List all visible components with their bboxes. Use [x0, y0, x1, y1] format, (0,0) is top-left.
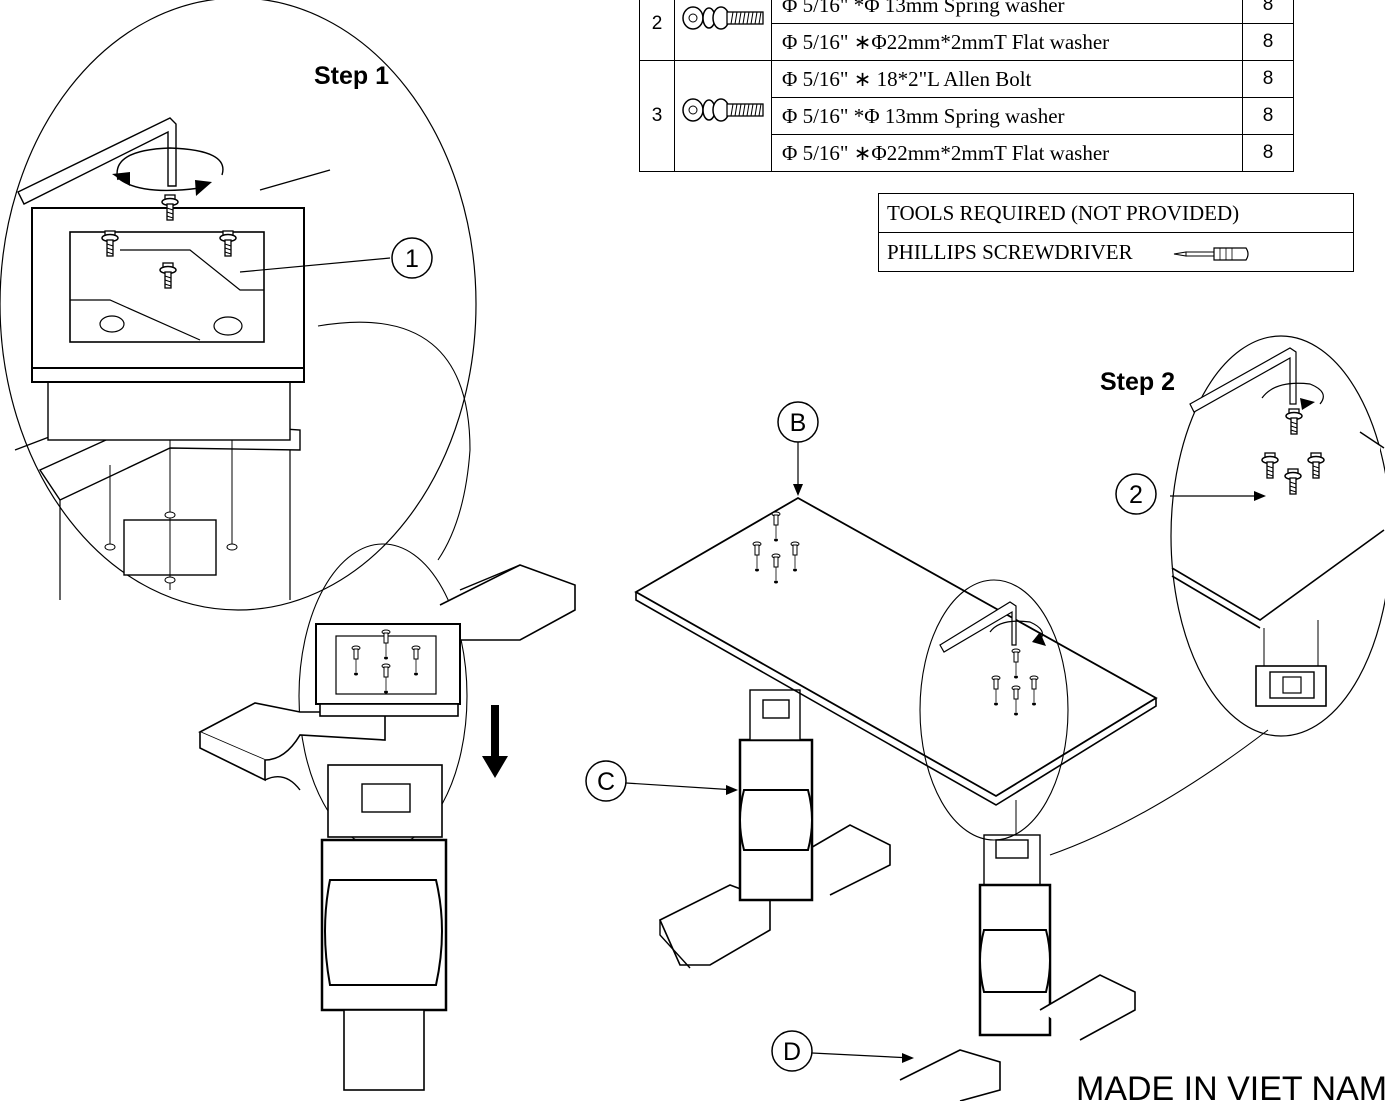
hardware-desc: Φ 5/16" ∗Φ22mm*2mmT Flat washer	[771, 23, 1243, 61]
bolt-set-icon	[674, 0, 772, 61]
callout-1-group	[239, 237, 433, 279]
hardware-number: 2	[639, 0, 675, 61]
table-row: Φ 5/16" ∗Φ22mm*2mmT Flat washer 8	[640, 134, 1294, 172]
tabletop-center	[634, 496, 1158, 1101]
callout-d-group	[771, 1030, 914, 1072]
hardware-desc: Φ 5/16" *Φ 13mm Spring washer	[771, 97, 1243, 135]
detail-connector	[317, 321, 471, 561]
made-in-label: MADE IN VIET NAM	[1076, 1070, 1385, 1108]
hardware-qty: 8	[1242, 97, 1294, 135]
bolt-set-icon	[674, 60, 772, 172]
step2-label: Step 2	[1100, 368, 1176, 396]
hardware-number: 3	[639, 60, 675, 172]
callout-2-circle	[1115, 473, 1157, 515]
detail-connector-2	[1049, 729, 1269, 856]
table-row: Φ 5/16" *Φ 13mm Spring washer 8	[640, 97, 1294, 135]
hardware-qty: 8	[1242, 23, 1294, 61]
hardware-qty: 8	[1242, 0, 1294, 24]
hardware-table: 2 Φ 5/16" *Φ 13mm Spring washer 8 Φ 5/16…	[639, 0, 1294, 172]
table-row: Φ 5/16" ∗Φ22mm*2mmT Flat washer 8	[640, 23, 1294, 61]
callout-d-label: D	[783, 1038, 801, 1066]
table-row: 2 Φ 5/16" *Φ 13mm Spring washer 8	[639, 0, 1294, 61]
tools-table: TOOLS REQUIRED (NOT PROVIDED) PHILLIPS S…	[878, 193, 1354, 272]
tools-header: TOOLS REQUIRED (NOT PROVIDED)	[878, 193, 1354, 233]
table-row: PHILLIPS SCREWDRIVER	[878, 232, 1354, 272]
table-row: TOOLS REQUIRED (NOT PROVIDED)	[878, 193, 1354, 233]
callout-c-label: C	[597, 768, 615, 796]
screwdriver-icon	[1173, 247, 1249, 261]
step1-label: Step 1	[314, 62, 390, 90]
tools-item-cell: PHILLIPS SCREWDRIVER	[878, 232, 1354, 272]
tools-item: PHILLIPS SCREWDRIVER	[887, 239, 1133, 264]
callout-1-label: 1	[405, 245, 419, 273]
callout-c-group	[585, 760, 738, 802]
hardware-desc: Φ 5/16" ∗Φ22mm*2mmT Flat washer	[771, 134, 1243, 172]
hardware-desc: Φ 5/16" *Φ 13mm Spring washer	[771, 0, 1243, 24]
pedestal-left	[198, 543, 576, 1091]
hardware-qty: 8	[1242, 60, 1294, 98]
hardware-qty: 8	[1242, 134, 1294, 172]
callout-2-label: 2	[1129, 481, 1143, 509]
hardware-desc: Φ 5/16" ∗ 18*2"L Allen Bolt	[771, 60, 1243, 98]
step2-detail	[1170, 335, 1385, 737]
table-row: 3 Φ 5/16" ∗ 18*2"L Allen Bolt 8	[639, 60, 1294, 172]
step1-detail	[0, 0, 477, 611]
callout-b-label: B	[790, 409, 807, 437]
callout-b-group	[777, 401, 819, 496]
